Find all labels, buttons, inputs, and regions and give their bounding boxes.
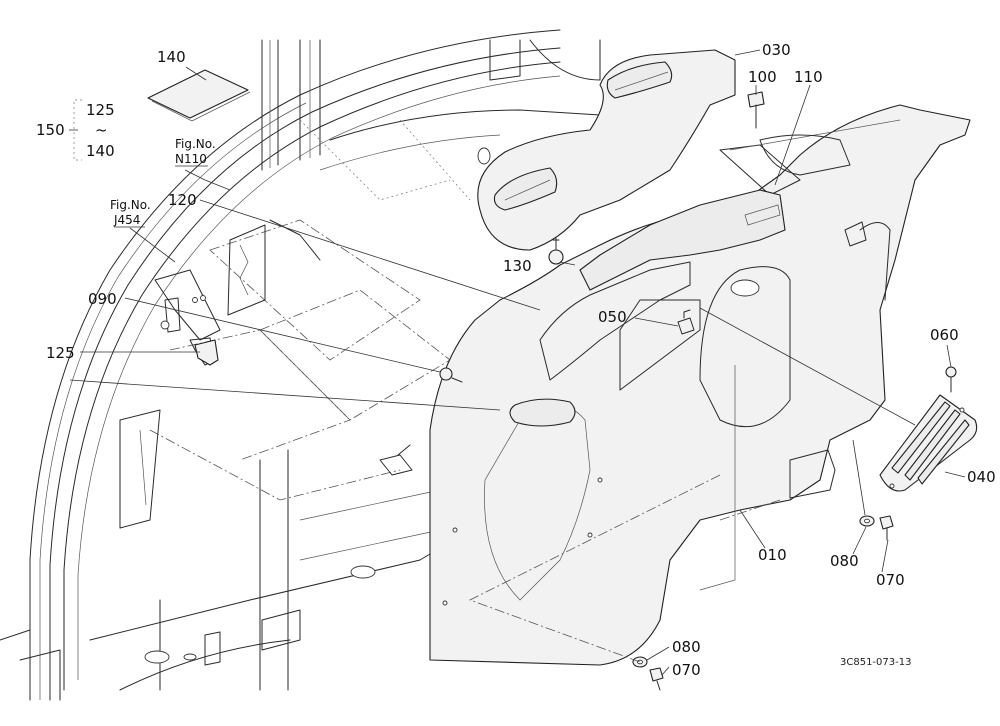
callout-140: 140 bbox=[157, 48, 186, 66]
screw-090 bbox=[439, 367, 463, 383]
drawing-number: 3C851-073-13 bbox=[840, 657, 911, 668]
callout-140-range-end: 140 bbox=[86, 142, 115, 160]
leader-lines bbox=[69, 49, 966, 676]
bracket-125 bbox=[194, 339, 219, 366]
bolt-070-right bbox=[879, 515, 894, 541]
callout-070-bottom: 070 bbox=[672, 661, 701, 679]
part-010-handle-recess bbox=[509, 398, 576, 427]
fig-ref-j454-label: Fig.No. bbox=[110, 198, 151, 212]
callout-010: 010 bbox=[758, 546, 787, 564]
callout-120: 120 bbox=[168, 191, 197, 209]
callout-080-bottom: 080 bbox=[672, 638, 701, 656]
callout-050: 050 bbox=[598, 308, 627, 326]
callout-080-right: 080 bbox=[830, 552, 859, 570]
part-040-step-plate bbox=[879, 394, 978, 492]
part-110-side-panel bbox=[579, 189, 786, 291]
bolt-130 bbox=[548, 237, 564, 265]
bolt-070-bottom bbox=[649, 667, 664, 691]
part-030-upper-cover bbox=[477, 49, 736, 251]
washer-080-right bbox=[859, 515, 875, 527]
fig-ref-j454-number: J454 bbox=[113, 213, 140, 227]
callout-070-right: 070 bbox=[876, 571, 905, 589]
callout-125: 125 bbox=[46, 344, 75, 362]
callout-130: 130 bbox=[503, 257, 532, 275]
part-120-inner-panel bbox=[539, 261, 691, 381]
part-050-clip bbox=[677, 309, 695, 335]
range-separator: ~ bbox=[95, 121, 108, 139]
range-bracket bbox=[73, 99, 82, 161]
screw-060 bbox=[945, 366, 957, 393]
callout-125-range-start: 125 bbox=[86, 101, 115, 119]
fig-ref-n110-label: Fig.No. bbox=[175, 137, 216, 151]
callout-labels: 030 100 110 140 150 125 ~ 140 Fig.No. N1… bbox=[36, 41, 996, 679]
callout-060: 060 bbox=[930, 326, 959, 344]
bolt-100 bbox=[747, 91, 765, 129]
washer-080-bottom bbox=[632, 656, 648, 668]
callout-040: 040 bbox=[967, 468, 996, 486]
fig-ref-n110-number: N110 bbox=[175, 152, 207, 166]
part-010-fender-panel bbox=[429, 104, 971, 666]
callout-150: 150 bbox=[36, 121, 65, 139]
callout-100: 100 bbox=[748, 68, 777, 86]
callout-090: 090 bbox=[88, 290, 117, 308]
part-140-label-sheet bbox=[147, 69, 249, 119]
callout-030: 030 bbox=[762, 41, 791, 59]
callout-110: 110 bbox=[794, 68, 823, 86]
